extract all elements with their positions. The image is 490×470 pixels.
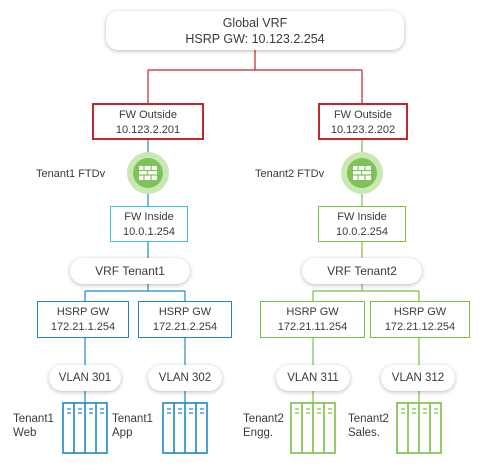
tenant1-fw-inside-title: FW Inside (124, 211, 174, 223)
tenant1-ftdv-label: Tenant1 FTDv (36, 168, 106, 180)
tenant2-sales-label-line1: Tenant2 (348, 413, 389, 425)
tenant1-vrf-node: VRF Tenant1 (70, 258, 190, 284)
tenant2-sales-server-icon (396, 402, 442, 454)
tenant1-fw-inside-ip: 10.0.1.254 (123, 226, 175, 238)
global-vrf-title: Global VRF (222, 16, 288, 30)
tenant2-hsrp-gw-right: HSRP GW 172.21.12.254 (370, 301, 470, 338)
tenant1-fw-outside: FW Outside 10.123.2.201 (92, 103, 204, 140)
tenant1-vlan-right: VLAN 302 (148, 365, 222, 391)
tenant2-sales-label: Tenant2 Sales. (348, 412, 389, 440)
tenant2-sales-label-line2: Sales. (348, 427, 380, 439)
tenant2-engg-label-line1: Tenant2 (243, 413, 284, 425)
tenant2-vlan-left: VLAN 311 (276, 365, 350, 391)
tenant2-fw-inside: FW Inside 10.0.2.254 (318, 206, 406, 242)
tenant1-web-label-line2: Web (13, 427, 37, 439)
tenant2-vlan-right: VLAN 312 (381, 365, 455, 391)
global-vrf-gateway: HSRP GW: 10.123.2.254 (185, 32, 325, 46)
tenant2-engg-label: Tenant2 Engg. (243, 412, 284, 440)
tenant2-hsrp-gw-left-ip: 172.21.11.254 (277, 321, 348, 333)
tenant2-vrf-node: VRF Tenant2 (302, 258, 422, 284)
tenant2-engg-label-line2: Engg. (243, 427, 274, 439)
tenant2-fw-outside-ip: 10.123.2.202 (330, 124, 396, 136)
global-vrf-node: Global VRF HSRP GW: 10.123.2.254 (106, 11, 404, 50)
tenant2-engg-server-icon (290, 402, 336, 454)
tenant2-fw-inside-ip: 10.0.2.254 (336, 226, 388, 238)
tenant2-fw-inside-title: FW Inside (337, 211, 387, 223)
tenant2-hsrp-gw-right-title: HSRP GW (393, 306, 447, 318)
tenant2-hsrp-gw-left-title: HSRP GW (286, 306, 339, 318)
tenant1-hsrp-gw-right-ip: 172.21.2.254 (152, 321, 218, 333)
tenant1-fw-outside-ip: 10.123.2.201 (115, 124, 181, 136)
tenant1-web-label-line1: Tenant1 (13, 413, 54, 425)
tenant1-app-label-line1: Tenant1 (112, 413, 153, 425)
tenant1-hsrp-gw-left-ip: 172.21.1.254 (50, 321, 116, 333)
tenant1-app-label: Tenant1 App (112, 412, 153, 440)
tenant1-hsrp-gw-right-title: HSRP GW (158, 306, 212, 318)
tenant2-fw-outside: FW Outside 10.123.2.202 (318, 103, 408, 140)
tenant1-hsrp-gw-left: HSRP GW 172.21.1.254 (37, 301, 129, 338)
tenant1-app-server-icon (162, 402, 208, 454)
tenant1-hsrp-gw-left-title: HSRP GW (56, 306, 110, 318)
tenant2-firewall-icon (341, 152, 383, 194)
tenant2-hsrp-gw-left: HSRP GW 172.21.11.254 (260, 301, 365, 338)
tenant1-fw-outside-title: FW Outside (118, 109, 178, 121)
tenant2-hsrp-gw-right-ip: 172.21.12.254 (384, 321, 456, 333)
tenant1-firewall-icon (127, 152, 169, 194)
tenant1-web-server-icon (62, 402, 108, 454)
tenant2-ftdv-label: Tenant2 FTDv (255, 168, 325, 180)
tenant1-vlan-left: VLAN 301 (49, 365, 121, 391)
tenant1-app-label-line2: App (112, 427, 133, 439)
tenant1-fw-inside: FW Inside 10.0.1.254 (110, 206, 188, 242)
tenant2-fw-outside-title: FW Outside (333, 109, 393, 121)
tenant1-web-label: Tenant1 Web (13, 412, 54, 440)
tenant1-hsrp-gw-right: HSRP GW 172.21.2.254 (138, 301, 232, 338)
